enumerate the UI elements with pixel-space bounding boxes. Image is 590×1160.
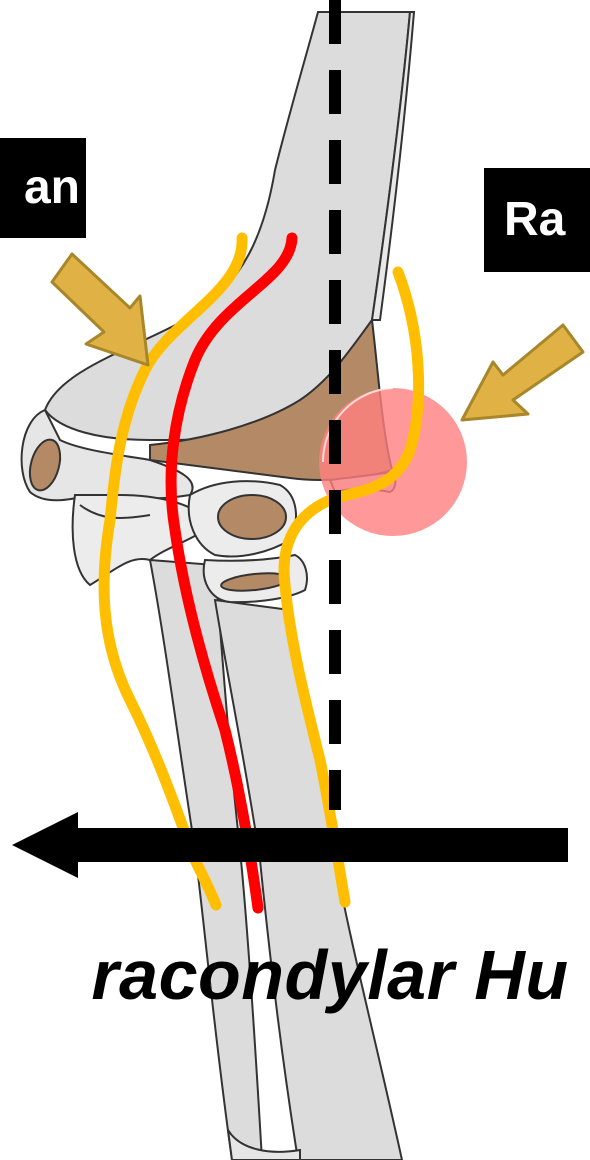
figure-caption: racondylar Hu xyxy=(0,935,590,1015)
injury-highlight-circle xyxy=(319,388,467,536)
median-nerve-label: an xyxy=(0,138,86,238)
arrow-down-left-icon xyxy=(462,325,583,420)
radial-nerve-label: Ra xyxy=(484,168,590,272)
arrow-down-right-icon xyxy=(52,254,148,365)
capitulum-facet xyxy=(218,495,286,539)
radial-nerve-label-text: Ra xyxy=(504,196,565,244)
median-nerve-label-text: an xyxy=(24,164,80,212)
